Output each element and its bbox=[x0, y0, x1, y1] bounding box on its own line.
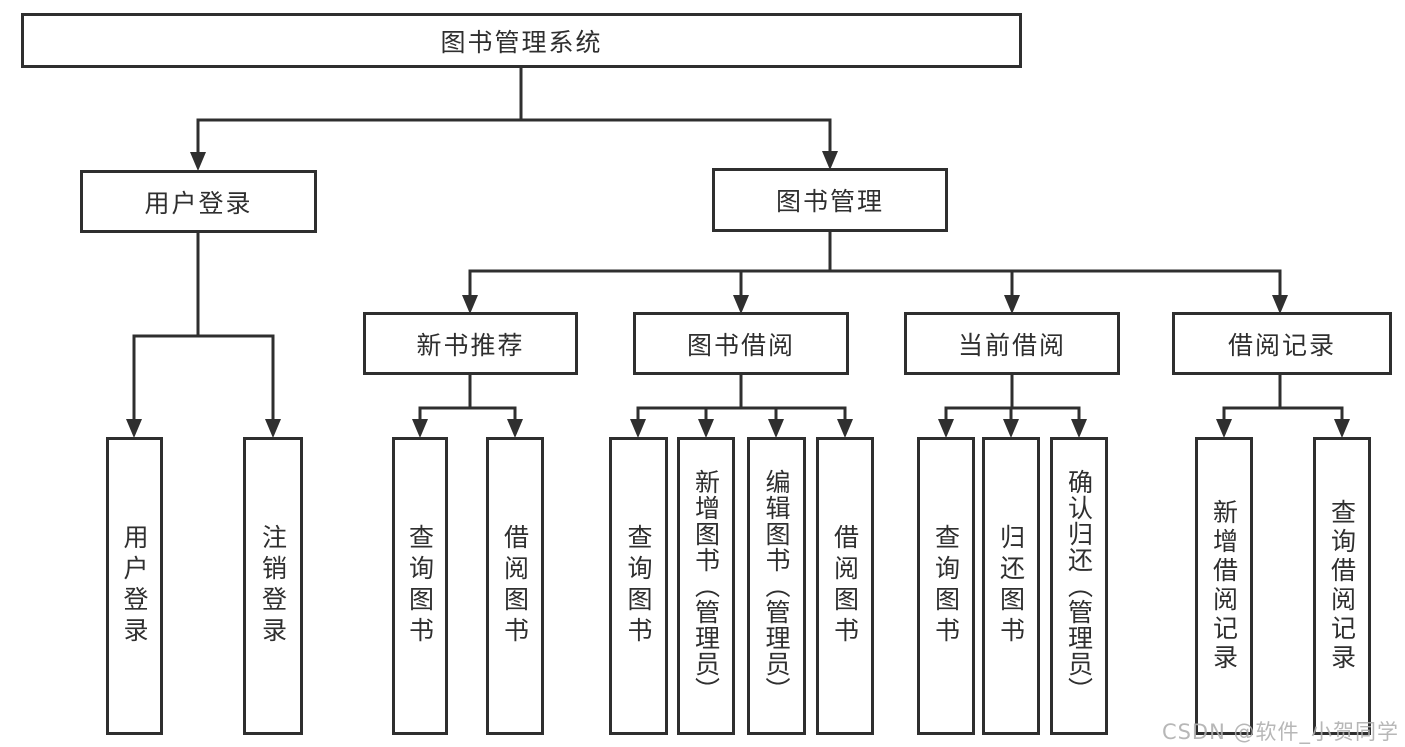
connector-root-to-branches bbox=[190, 68, 838, 171]
node-root: 图书管理系统 bbox=[21, 13, 1022, 68]
connector-book-mgmt-to-sections bbox=[462, 230, 1288, 314]
connector-user-login-to-leaves bbox=[126, 231, 281, 438]
leaf-edit-books-admin: 编辑图书（管理员） bbox=[747, 437, 806, 735]
leaf-borrow-books-borrow: 借阅图书 bbox=[816, 437, 874, 735]
leaf-return-books: 归还图书 bbox=[982, 437, 1040, 735]
connector-borrow-record-to-leaves bbox=[1216, 373, 1350, 438]
leaf-add-borrow-record: 新增借阅记录 bbox=[1195, 437, 1253, 735]
leaf-query-borrow-record: 查询借阅记录 bbox=[1313, 437, 1371, 735]
connector-new-rec-to-leaves bbox=[412, 373, 523, 438]
leaf-query-books-newrec: 查询图书 bbox=[392, 437, 448, 735]
leaf-user-login: 用户登录 bbox=[106, 437, 163, 735]
node-book-management: 图书管理 bbox=[712, 168, 948, 232]
node-book-borrowing: 图书借阅 bbox=[633, 312, 849, 375]
leaf-query-books-borrow: 查询图书 bbox=[609, 437, 668, 735]
leaf-borrow-books-newrec: 借阅图书 bbox=[486, 437, 544, 735]
connector-current-borrow-to-leaves bbox=[938, 373, 1087, 438]
leaf-confirm-return-admin: 确认归还（管理员） bbox=[1050, 437, 1108, 735]
connector-book-borrow-to-leaves bbox=[630, 373, 853, 438]
node-current-borrowing: 当前借阅 bbox=[904, 312, 1120, 375]
node-user-login: 用户登录 bbox=[80, 170, 317, 233]
watermark: CSDN @软件_小贺同学 bbox=[1161, 720, 1399, 744]
node-borrowing-records: 借阅记录 bbox=[1172, 312, 1392, 375]
leaf-logout-login: 注销登录 bbox=[243, 437, 303, 735]
leaf-query-books-current: 查询图书 bbox=[917, 437, 975, 735]
leaf-add-books-admin: 新增图书（管理员） bbox=[677, 437, 735, 735]
node-new-book-recommend: 新书推荐 bbox=[363, 312, 578, 375]
